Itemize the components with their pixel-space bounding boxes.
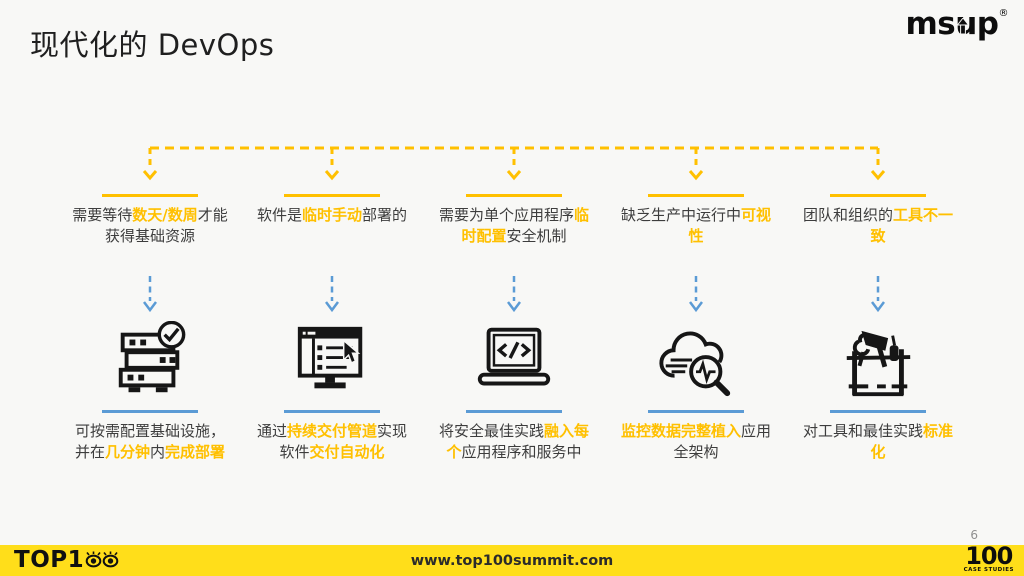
down-arrow-icon — [689, 276, 703, 313]
down-arrow-icon — [143, 276, 157, 313]
solution-text: 对工具和最佳实践标准化 — [802, 422, 954, 461]
bottom-rule — [830, 410, 926, 413]
bottom-rule — [284, 410, 380, 413]
eyes-icon — [85, 551, 119, 570]
branching-dashed-connector — [142, 146, 886, 181]
toolbox-icon — [835, 321, 921, 401]
bottom-rule — [648, 410, 744, 413]
devops-columns: 需要等待数天/数周才能获得基础资源 — [59, 194, 969, 463]
cloud-monitoring-icon — [649, 321, 743, 401]
column-deployment: 软件是临时手动部署的 — [241, 194, 423, 463]
top-rule — [648, 194, 744, 197]
top-rule — [830, 194, 926, 197]
case-studies-badge: 100 CASE STUDIES — [963, 542, 1014, 573]
badge-label: CASE STUDIES — [963, 567, 1014, 573]
column-monitoring: 缺乏生产中运行中可视性 监控数据完整 — [605, 194, 787, 463]
top100-logo-text: TOP1 — [14, 547, 85, 573]
problem-text: 缺乏生产中运行中可视性 — [620, 206, 772, 245]
monitor-deploy-icon — [288, 321, 376, 401]
laptop-code-icon — [470, 321, 558, 401]
up-arrow-icon — [957, 18, 970, 35]
problem-text: 团队和组织的工具不一致 — [802, 206, 954, 245]
down-arrow-icon — [325, 276, 339, 313]
problem-text: 需要等待数天/数周才能获得基础资源 — [72, 206, 228, 245]
column-infrastructure: 需要等待数天/数周才能获得基础资源 — [59, 194, 241, 463]
page-title: 现代化的 DevOps — [30, 28, 275, 62]
solution-text: 可按需配置基础设施，并在几分钟内完成部署 — [74, 422, 226, 461]
column-security: 需要为单个应用程序临时配置安全机制 将安全最佳实践融入每个 — [423, 194, 605, 463]
summit-url: www.top100summit.com — [410, 552, 614, 569]
top-rule — [466, 194, 562, 197]
page-number: 6 — [970, 528, 978, 542]
down-arrow-icon — [871, 276, 885, 313]
registered-mark: ® — [998, 8, 1009, 19]
problem-text: 软件是临时手动部署的 — [256, 206, 408, 224]
column-standardization: 团队和组织的工具不一致 — [787, 194, 969, 463]
bottom-rule — [102, 410, 198, 413]
top100-logo: TOP1 — [14, 547, 119, 573]
server-check-icon — [107, 321, 193, 401]
problem-text: 需要为单个应用程序临时配置安全机制 — [438, 206, 590, 245]
badge-number: 100 — [965, 542, 1013, 570]
solution-text: 将安全最佳实践融入每个应用程序和服务中 — [438, 422, 590, 461]
bottom-rule — [466, 410, 562, 413]
top-rule — [284, 194, 380, 197]
top-rule — [102, 194, 198, 197]
solution-text: 监控数据完整植入应用全架构 — [620, 422, 772, 461]
down-arrow-icon — [507, 276, 521, 313]
footer-bar: TOP1 www.top100summit.c — [0, 542, 1024, 576]
msup-logo: msup® — [905, 6, 1008, 42]
solution-text: 通过持续交付管道实现软件交付自动化 — [256, 422, 408, 461]
msup-logo-text: msup — [905, 6, 999, 42]
